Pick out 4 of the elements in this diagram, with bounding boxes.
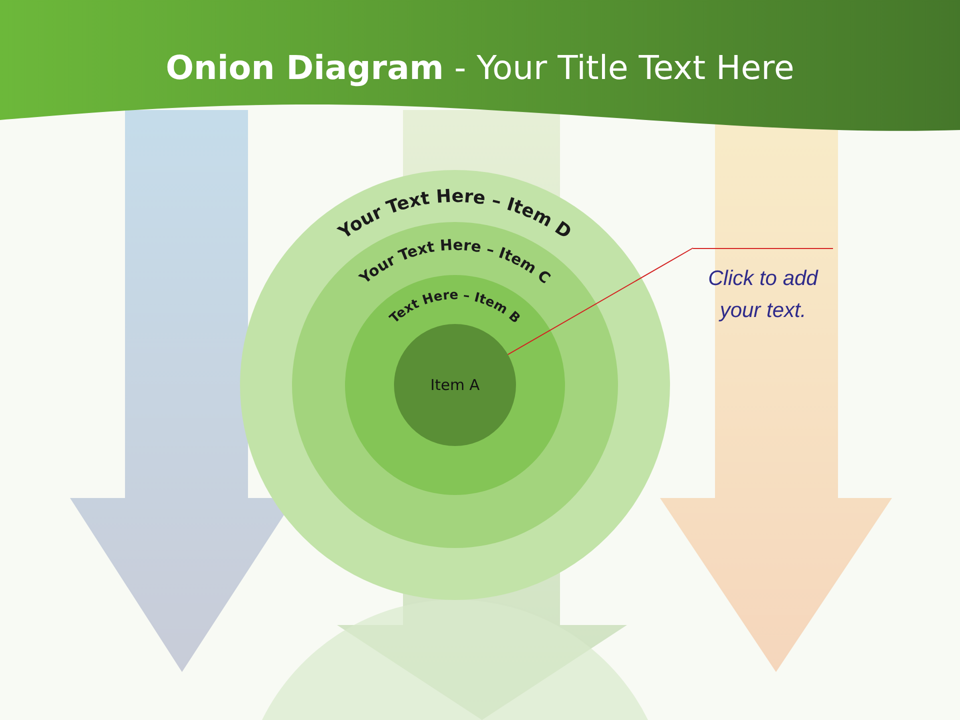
- title: Onion Diagram - Your Title Text Here: [164, 48, 796, 87]
- callout-text: Click to add your text.: [693, 248, 833, 328]
- leader-line: [507, 248, 694, 356]
- ring-label: Item A: [430, 376, 480, 394]
